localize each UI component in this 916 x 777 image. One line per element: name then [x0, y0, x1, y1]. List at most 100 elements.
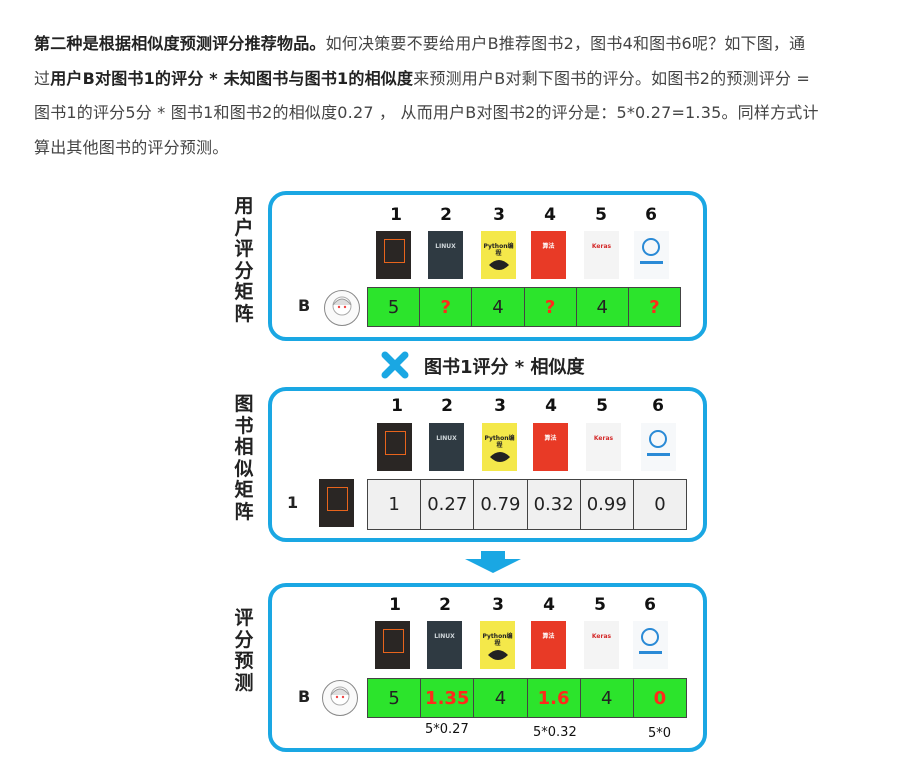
book-cover-6 [633, 621, 668, 669]
book-cover-text: Keras [591, 243, 612, 250]
book-number-2: 2 [441, 396, 453, 416]
cell-book-6: 0 [632, 679, 687, 717]
book-cover-5: Keras [586, 423, 621, 471]
label-char: 相 [234, 436, 254, 458]
multiply-caption: 图书1评分 * 相似度 [424, 357, 585, 378]
book-number-5: 5 [595, 205, 607, 225]
book-cover-4: 算法 [531, 231, 566, 279]
down-arrow-icon [463, 551, 523, 579]
book-cover-6 [641, 423, 676, 471]
book-cover-3: Python编程 [480, 621, 515, 669]
book-number-2: 2 [440, 205, 452, 225]
cell-book-3: 4 [471, 288, 524, 326]
label-char: 测 [234, 671, 254, 694]
cell-book-6: 0 [632, 480, 687, 529]
book-similarity-matrix-label: 图书相似矩阵 [233, 393, 255, 523]
book-cover-2: LINUX [427, 621, 462, 669]
cell-book-1: 5 [368, 288, 420, 326]
label-char: 阵 [234, 302, 254, 325]
cell-book-5: 4 [579, 679, 633, 717]
cell-book-5: 4 [575, 288, 628, 326]
book-number-2: 2 [439, 595, 451, 615]
book-cover-3: Python编程 [482, 423, 517, 471]
book-number-3: 3 [494, 396, 506, 416]
para-line-3: 图书1的评分5分 * 图书1和图书2的相似度0.27 ， 从而用户B对图书2的评… [34, 103, 819, 122]
cell-book-3: 0.79 [473, 480, 527, 529]
multiply-icon [381, 351, 409, 383]
label-char: 矩 [234, 479, 254, 501]
label-char: 图 [234, 393, 254, 415]
book-number-1: 1 [389, 595, 401, 615]
book-cover-text: Keras [593, 435, 614, 442]
book-cover-2: LINUX [428, 231, 463, 279]
panel1-row-label: B [298, 296, 311, 315]
cell-book-5: 0.99 [579, 480, 633, 529]
book-cover-text: LINUX [436, 435, 457, 442]
label-char: 分 [234, 259, 254, 282]
book-number-4: 4 [544, 205, 556, 225]
book-number-6: 6 [652, 396, 664, 416]
book-cover-text: 算法 [542, 633, 555, 640]
book-number-6: 6 [644, 595, 656, 615]
cell-book-6: ? [627, 288, 681, 326]
calc-note-book6: 5*0 [648, 726, 672, 741]
label-char: 阵 [234, 500, 254, 523]
user-b-avatar [324, 290, 360, 326]
book-cover-text: 算法 [544, 435, 557, 442]
label-char: 分 [234, 628, 254, 651]
cell-book-2: 0.27 [420, 480, 474, 529]
book-number-1: 1 [391, 396, 403, 416]
book-number-1: 1 [390, 205, 402, 225]
intro-paragraph: 第二种是根据相似度预测评分推荐物品。如何决策要不要给用户B推荐图书2，图书4和图… [34, 27, 906, 165]
book-cover-5: Keras [584, 231, 619, 279]
cell-book-2: 1.35 [420, 679, 474, 717]
book-cover-3: Python编程 [481, 231, 516, 279]
book-number-4: 4 [543, 595, 555, 615]
para-line-4: 算出其他图书的评分预测。 [34, 137, 229, 157]
label-char: 评 [234, 238, 254, 260]
book-cover-4: 算法 [533, 423, 568, 471]
book-cover-1 [375, 621, 410, 669]
user-b-avatar [322, 680, 358, 716]
cell-book-1: 1 [368, 480, 421, 529]
book-cover-text: Python编程 [482, 633, 513, 647]
book-number-4: 4 [545, 396, 557, 416]
label-char: 似 [234, 457, 254, 480]
label-char: 用 [234, 195, 254, 217]
cell-book-4: ? [523, 288, 576, 326]
cell-book-2: ? [419, 288, 472, 326]
label-char: 预 [234, 650, 254, 672]
panel3-row-label: B [298, 687, 311, 706]
rating-prediction-label: 评分预测 [233, 607, 255, 694]
book-number-5: 5 [594, 595, 606, 615]
label-char: 评 [234, 607, 254, 629]
book-cover-text: LINUX [435, 243, 456, 250]
user-rating-row: 5?4?4? [367, 287, 681, 327]
user-rating-matrix-label: 用户评分矩阵 [233, 195, 255, 325]
calc-note-book2: 5*0.27 [425, 722, 469, 737]
label-char: 书 [234, 414, 254, 437]
book-cover-1 [376, 231, 411, 279]
para-line-2: 过用户B对图书1的评分 * 未知图书与图书1的相似度来预测用户B对剩下图书的评分… [34, 68, 811, 88]
book-cover-1 [377, 423, 412, 471]
panel2-row-book-cover [319, 479, 354, 527]
book-number-6: 6 [645, 205, 657, 225]
label-char: 户 [234, 216, 254, 239]
book-number-3: 3 [492, 595, 504, 615]
book-cover-4: 算法 [531, 621, 566, 669]
book-cover-text: Keras [591, 633, 612, 640]
book-cover-5: Keras [584, 621, 619, 669]
panel2-row-label: 1 [287, 493, 299, 512]
para-line-1: 第二种是根据相似度预测评分推荐物品。如何决策要不要给用户B推荐图书2，图书4和图… [34, 34, 806, 53]
cell-book-1: 5 [368, 679, 421, 717]
book-cover-text: LINUX [434, 633, 455, 640]
cell-book-4: 1.6 [526, 679, 580, 717]
book-cover-text: Python编程 [483, 243, 514, 257]
label-char: 矩 [234, 281, 254, 303]
book-number-5: 5 [596, 396, 608, 416]
book-cover-2: LINUX [429, 423, 464, 471]
book-cover-text: Python编程 [484, 435, 515, 449]
book-cover-text: 算法 [542, 243, 555, 250]
